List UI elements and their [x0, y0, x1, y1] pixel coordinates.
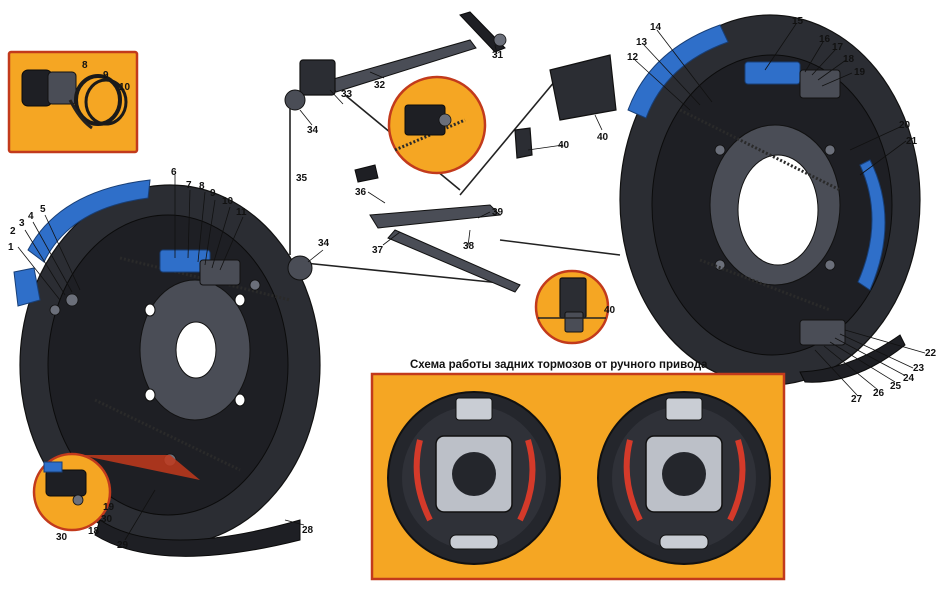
label-2: 2 [10, 226, 16, 237]
label-35: 35 [296, 173, 308, 184]
label-19: 19 [854, 67, 866, 78]
part-number-labels: 1 2 3 4 5 6 7 8 9 10 11 8 9 10 12 13 14 … [8, 16, 937, 551]
label-8b: 8 [82, 60, 88, 71]
label-38: 38 [463, 241, 475, 252]
scheme-caption: Схема работы задних тормозов от ручного … [410, 359, 708, 371]
label-6: 6 [171, 167, 177, 178]
label-39: 39 [492, 207, 504, 218]
label-34b: 34 [318, 238, 330, 249]
label-40a: 40 [558, 140, 570, 151]
label-19b: 19 [103, 502, 115, 513]
label-20: 20 [899, 120, 911, 131]
label-10: 10 [222, 196, 234, 207]
label-16: 16 [819, 34, 831, 45]
label-36: 36 [355, 187, 367, 198]
label-34a: 34 [307, 125, 319, 136]
label-18: 18 [843, 54, 855, 65]
label-4: 4 [28, 211, 34, 222]
label-27: 27 [851, 394, 863, 405]
label-21: 21 [906, 136, 918, 147]
label-3: 3 [19, 218, 25, 229]
label-26: 26 [873, 388, 885, 399]
label-13: 13 [636, 37, 648, 48]
leader-lines [17, 23, 926, 541]
label-28: 28 [302, 525, 314, 536]
inset-adjuster-detail [7, 50, 139, 154]
handbrake-operation-scheme: Схема работы задних тормозов от ручного … [370, 359, 786, 581]
label-31: 31 [492, 50, 504, 61]
right-brake-assembly [619, 14, 921, 386]
label-22: 22 [925, 348, 937, 359]
inset-cable-clamp-circle [387, 75, 487, 175]
label-30b: 30 [101, 514, 113, 525]
inset-bracket-circle [534, 269, 610, 345]
label-17: 17 [832, 42, 844, 53]
label-30a: 30 [56, 532, 68, 543]
label-9b: 9 [103, 70, 109, 81]
label-37: 37 [372, 245, 384, 256]
label-40c: 40 [604, 305, 616, 316]
label-24: 24 [903, 373, 915, 384]
label-1: 1 [8, 242, 14, 253]
label-40b: 40 [597, 132, 609, 143]
label-33: 33 [341, 89, 353, 100]
label-18b: 18 [88, 526, 100, 537]
label-15: 15 [792, 16, 804, 27]
label-32: 32 [374, 80, 386, 91]
label-11: 11 [236, 207, 247, 218]
label-29: 29 [117, 540, 129, 551]
label-12: 12 [627, 52, 639, 63]
label-23: 23 [913, 363, 925, 374]
label-5: 5 [40, 204, 46, 215]
parking-brake-cable-assembly [284, 11, 621, 293]
label-10b: 10 [119, 82, 131, 93]
label-25: 25 [890, 381, 902, 392]
inset-bottom-left [32, 452, 200, 532]
label-8: 8 [199, 181, 205, 192]
label-14: 14 [650, 22, 662, 33]
label-7: 7 [186, 180, 192, 191]
label-9: 9 [210, 188, 216, 199]
